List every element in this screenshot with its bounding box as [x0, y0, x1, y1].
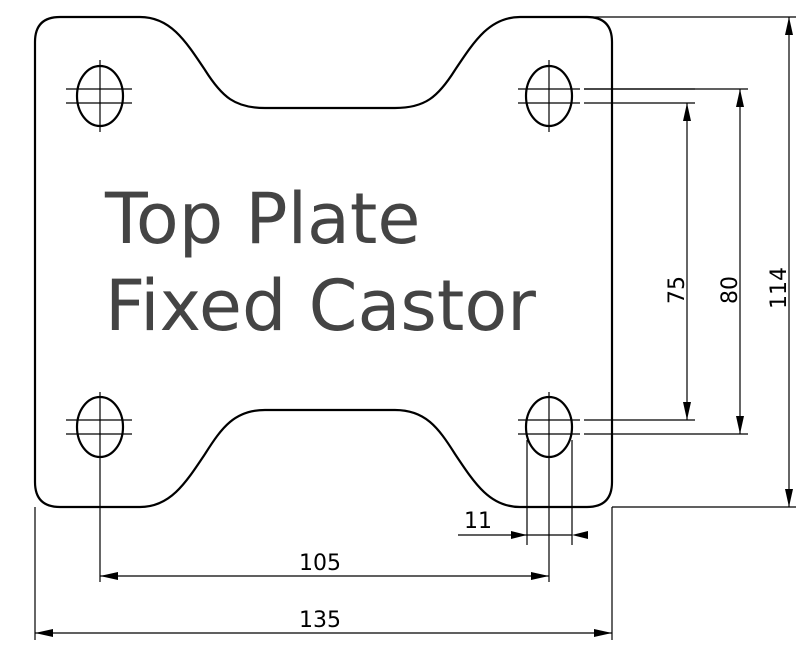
title-line-1: Top Plate — [104, 178, 420, 260]
hole-bottom-left — [66, 392, 132, 462]
dimension-11-label: 11 — [464, 509, 492, 534]
hole-top-right — [518, 60, 580, 132]
dimension-75: 75 — [665, 103, 691, 420]
dimension-75-label: 75 — [665, 276, 690, 304]
dimension-114: 114 — [767, 17, 793, 507]
dimension-11: 11 — [458, 509, 588, 539]
hole-bottom-right — [518, 392, 580, 462]
dimension-135: 135 — [35, 608, 612, 637]
dimension-80-label: 80 — [718, 276, 743, 304]
title-line-2: Fixed Castor — [105, 265, 536, 347]
dimension-105-label: 105 — [299, 551, 341, 576]
hole-top-left — [66, 60, 132, 132]
dimension-114-label: 114 — [767, 267, 792, 309]
dimension-105: 105 — [100, 551, 549, 580]
plate-outline — [33, 15, 614, 509]
extension-lines-right — [584, 16, 796, 508]
extension-lines-bottom — [34, 440, 613, 640]
dimension-80: 80 — [718, 89, 744, 434]
dimension-135-label: 135 — [299, 608, 341, 633]
